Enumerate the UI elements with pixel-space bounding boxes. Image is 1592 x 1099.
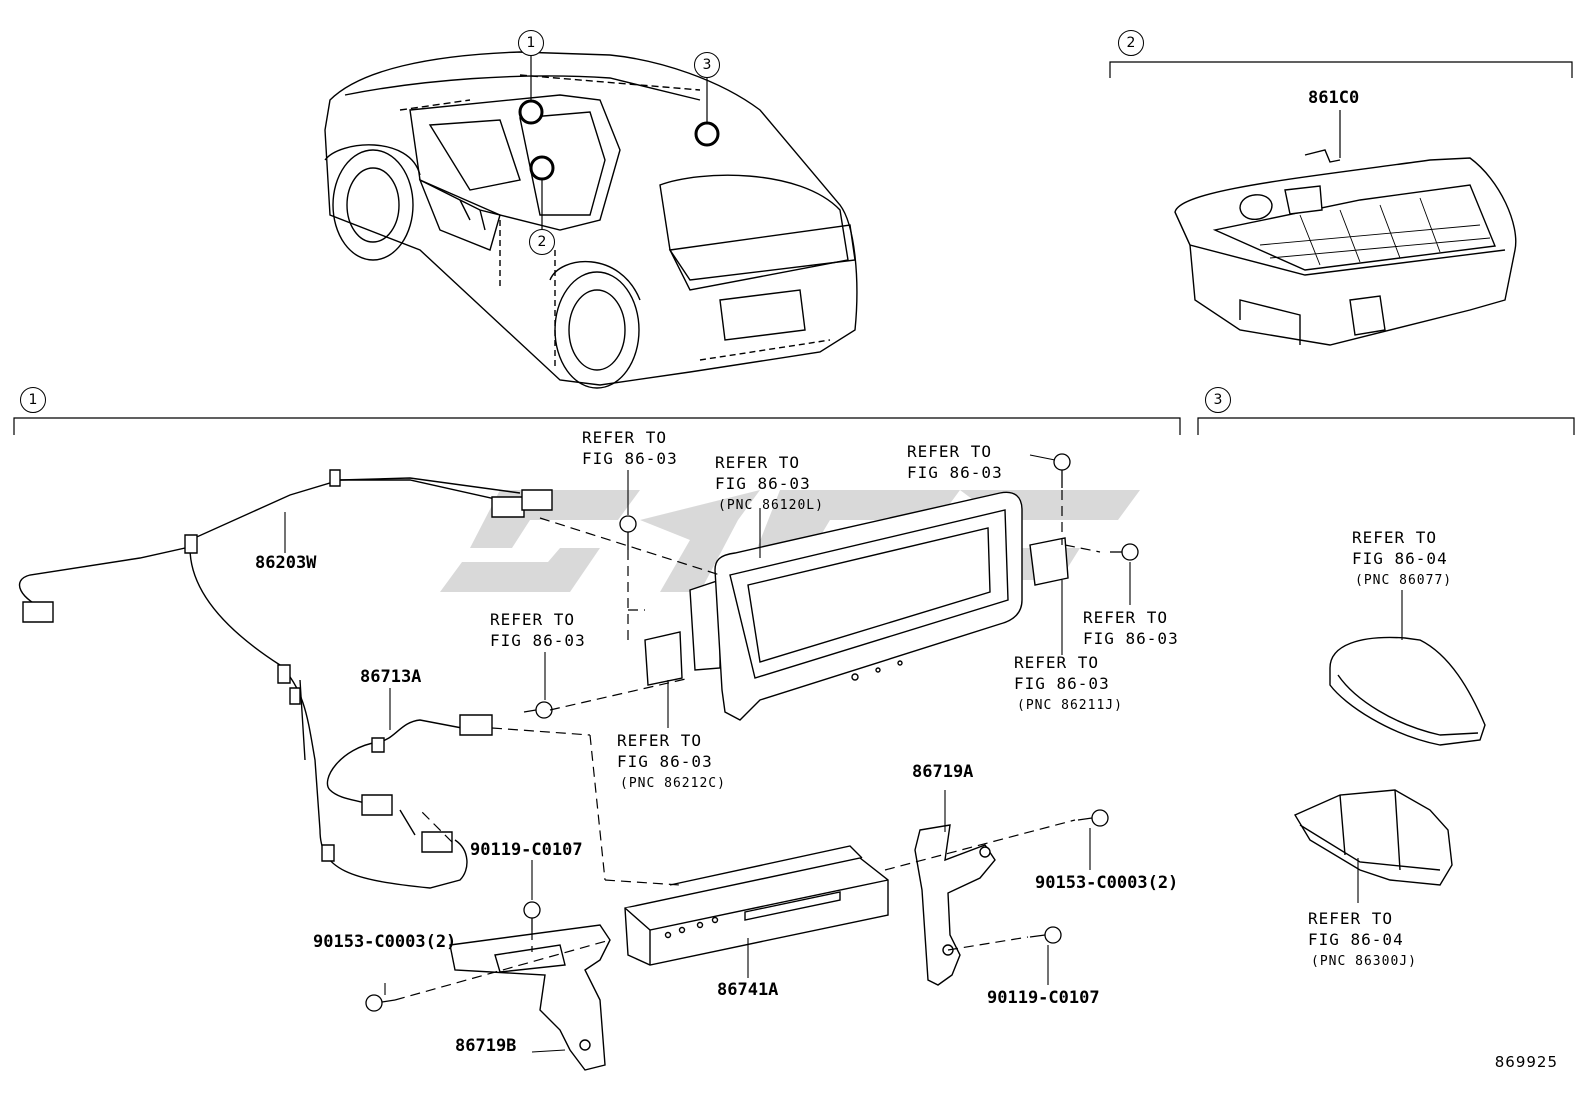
part-label-86719b[interactable]: 86719B [455,1036,517,1056]
part-label-86203w[interactable]: 86203W [255,553,317,573]
part-label-86719a[interactable]: 86719A [912,762,974,782]
section-bracket-lines [14,62,1574,435]
wire-harness-drawing [20,478,520,888]
antenna-base-drawing [1295,790,1452,885]
callout-1-section-header: 1 [20,387,46,413]
refer-to-line1: REFER TO [715,453,801,472]
callout-1-vehicle: 1 [518,30,544,56]
bracket-86719b-drawing [450,925,610,1070]
refer-to-line1: REFER TO [1308,909,1394,928]
display-unit-drawing [645,492,1068,720]
vehicle-location-markers [520,101,718,179]
refer-to-pnc: (PNC 86120L) [718,498,824,513]
refer-to-line1: REFER TO [582,428,668,447]
antenna-cover-drawing [1330,637,1485,745]
refer-to-line1: REFER TO [1352,528,1438,547]
refer-to-line1: REFER TO [490,610,576,629]
part-label-86713a[interactable]: 86713A [360,667,422,687]
refer-to-line2: FIG 86-04 [1308,930,1404,949]
refer-to-line1: REFER TO [617,731,703,750]
part-label-861c0[interactable]: 861C0 [1308,88,1360,108]
callout-3-vehicle: 3 [694,52,720,78]
label-leader-lines [285,455,1402,1052]
refer-to-line2: FIG 86-03 [907,463,1003,482]
part-label-90153-c0003-left[interactable]: 90153-C0003(2) [313,932,457,952]
part-label-90119-c0107-bottom[interactable]: 90119-C0107 [987,988,1100,1008]
refer-to-line2: FIG 86-03 [582,449,678,468]
fasteners [366,454,1138,1011]
part-label-90153-c0003-right[interactable]: 90153-C0003(2) [1035,873,1179,893]
receiver-86741a-drawing [625,846,888,965]
dashed-assembly-lines [395,490,1100,1000]
illustration-id: 869925 [1494,1053,1558,1071]
vehicle-leader-lines [531,53,707,229]
vehicle-overview-drawing [325,52,857,388]
refer-to-pnc: (PNC 86077) [1355,573,1453,588]
refer-to-line1: REFER TO [1014,653,1100,672]
harness-connectors [23,470,552,861]
part-label-86741a[interactable]: 86741A [717,980,779,1000]
refer-to-line2: FIG 86-03 [617,752,713,771]
refer-to-line1: REFER TO [1083,608,1169,627]
refer-to-line2: FIG 86-03 [1014,674,1110,693]
refer-to-line2: FIG 86-03 [715,474,811,493]
part-label-90119-c0107-top[interactable]: 90119-C0107 [470,840,583,860]
refer-to-line2: FIG 86-03 [1083,629,1179,648]
callout-3-section-header: 3 [1205,387,1231,413]
box-861c0-drawing [1175,150,1516,345]
refer-to-pnc: (PNC 86212C) [620,776,726,791]
refer-to-line2: FIG 86-03 [490,631,586,650]
callout-2-vehicle: 2 [529,229,555,255]
bracket-86719a-drawing [915,825,995,985]
refer-to-pnc: (PNC 86211J) [1017,698,1123,713]
refer-to-line1: REFER TO [907,442,993,461]
refer-to-line2: FIG 86-04 [1352,549,1448,568]
callout-2-section-header: 2 [1118,30,1144,56]
refer-to-pnc: (PNC 86300J) [1311,954,1417,969]
